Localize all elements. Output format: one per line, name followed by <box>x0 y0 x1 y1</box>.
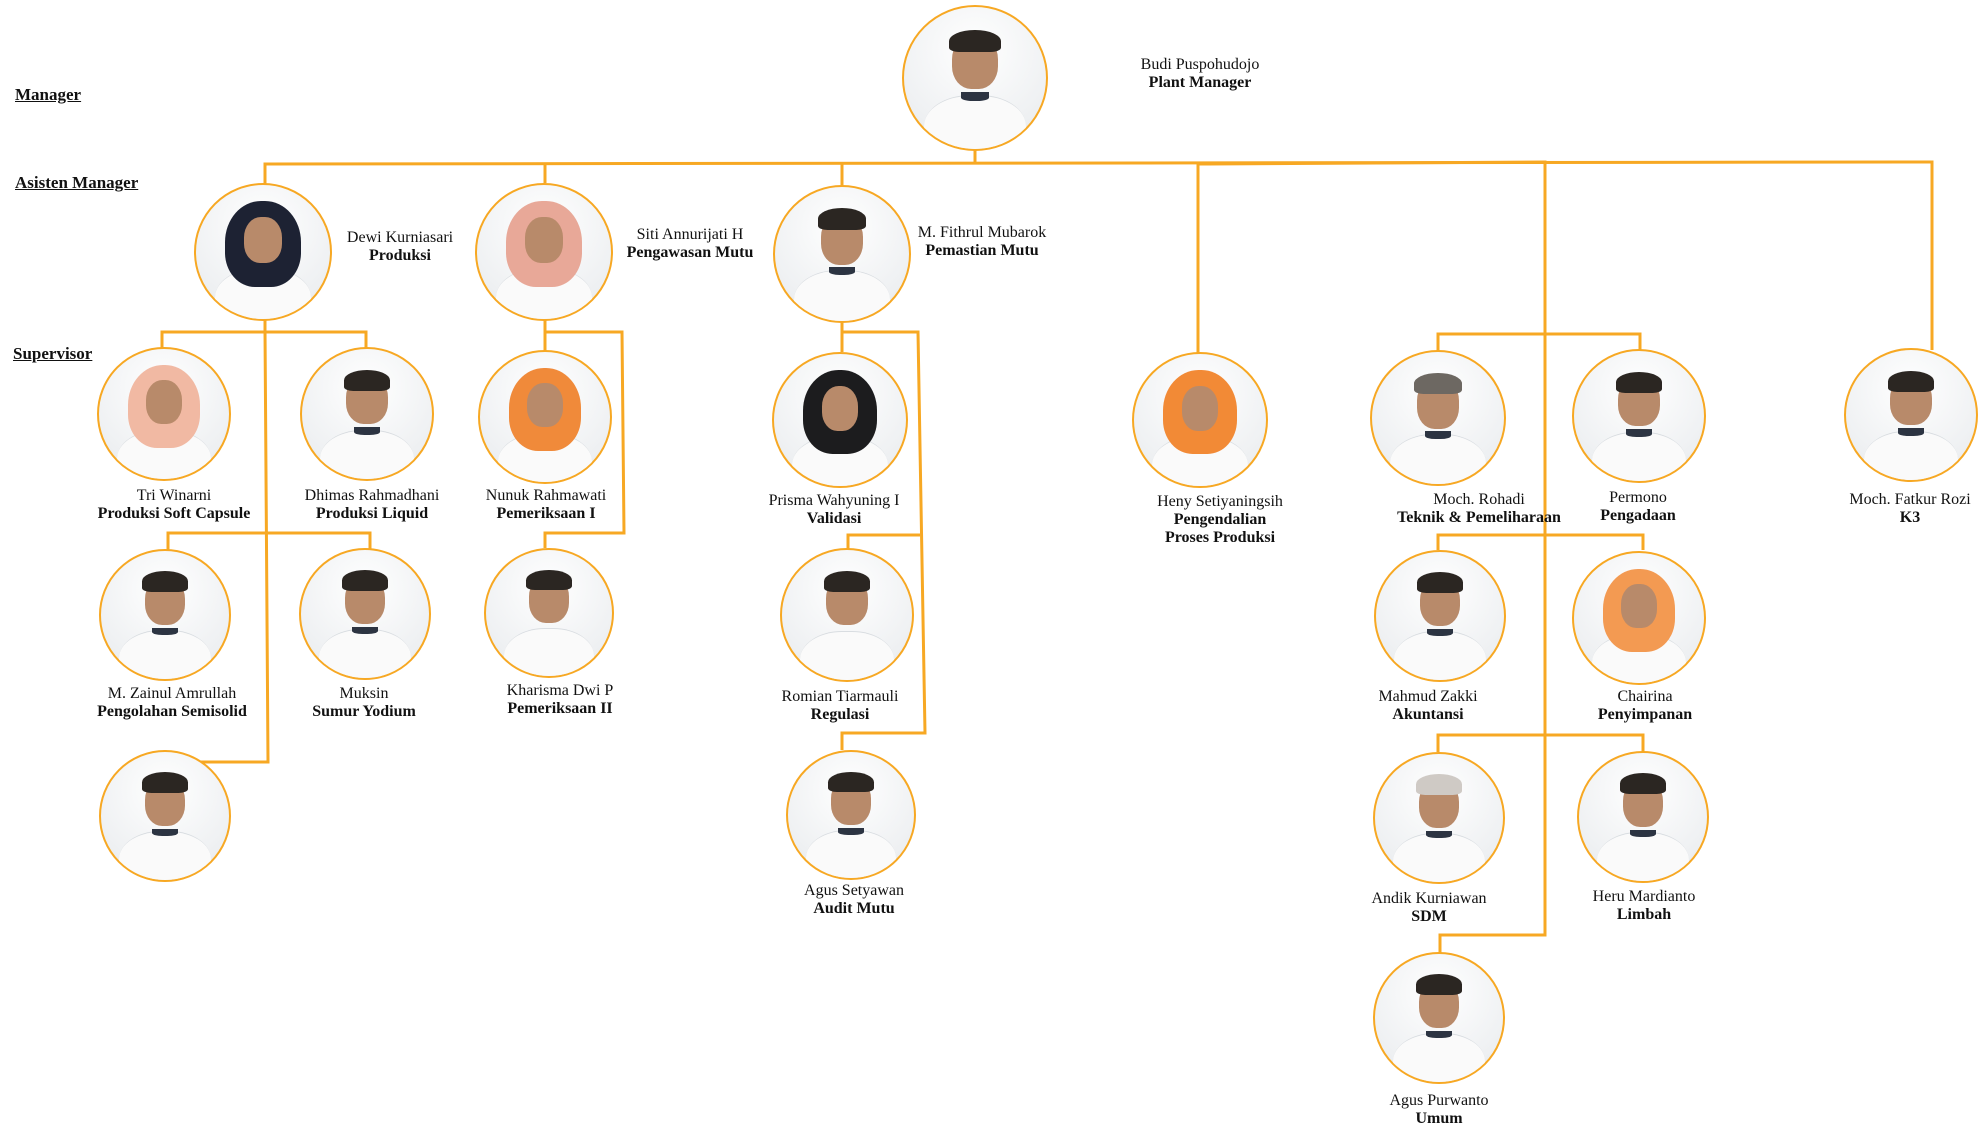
avatar-prisma <box>772 352 908 488</box>
person-label-tri: Tri Winarni Produksi Soft Capsule <box>97 487 251 522</box>
avatar-nunuk <box>478 350 612 484</box>
avatar-dewi <box>194 183 332 321</box>
avatar-dhimas <box>300 347 434 481</box>
avatar-rohadi <box>1370 350 1506 486</box>
person-label-nunuk: Nunuk Rahmawati Pemeriksaan I <box>485 487 607 522</box>
avatar-muksin <box>299 548 431 680</box>
avatar-agus-setyawan <box>786 750 916 880</box>
person-label-zakki: Mahmud Zakki Akuntansi <box>1378 688 1478 723</box>
avatar-zakki <box>1374 550 1506 682</box>
connector <box>1436 533 1645 550</box>
person-label-heru: Heru Mardianto Limbah <box>1592 888 1696 923</box>
level-label-manager: Manager <box>15 85 82 104</box>
connector <box>1436 332 1642 352</box>
person-label-prisma: Prisma Wahyuning I Validasi <box>768 492 900 527</box>
avatar-agus-purwanto <box>1373 952 1505 1084</box>
person-label-permono: Permono Pengadaan <box>1600 489 1676 524</box>
avatar-heny <box>1132 352 1268 488</box>
person-label-rohadi: Moch. Rohadi Teknik & Pemeliharaan <box>1397 491 1561 526</box>
avatar-romian <box>780 548 914 682</box>
avatar-kharisma <box>484 548 614 678</box>
person-label-andik: Andik Kurniawan SDM <box>1371 890 1487 925</box>
person-label-siti: Siti Annurijati H Pengawasan Mutu <box>626 226 754 261</box>
avatar-heru <box>1577 751 1709 883</box>
person-label-fithrul: M. Fithrul Mubarok Pemastian Mutu <box>917 224 1047 259</box>
level-label-asisten-manager: Asisten Manager <box>15 173 139 192</box>
person-label-romian: Romian Tiarmauli Regulasi <box>781 688 899 723</box>
connector <box>846 533 920 550</box>
avatar-permono <box>1572 349 1706 483</box>
person-label-dhimas: Dhimas Rahmadhani Produksi Liquid <box>304 487 440 522</box>
connector <box>263 160 1934 350</box>
level-label-supervisor: Supervisor <box>13 344 93 363</box>
person-label-chairina: Chairina Penyimpanan <box>1597 688 1693 723</box>
person-label-heny: Heny Setiyaningsih Pengendalian Proses P… <box>1157 493 1283 546</box>
person-label-agus-setyawan: Agus Setyawan Audit Mutu <box>804 882 904 917</box>
connector <box>840 318 927 750</box>
avatar-tri <box>97 347 231 481</box>
person-label-muksin: Muksin Sumur Yodium <box>312 685 416 720</box>
avatar-unlabeled-produksi <box>99 750 231 882</box>
avatar-andik <box>1373 752 1505 884</box>
connector <box>1436 733 1645 752</box>
avatar-siti <box>475 183 613 321</box>
connector <box>543 315 626 548</box>
avatar-fithrul <box>773 185 911 323</box>
person-label-kharisma: Kharisma Dwi P Pemeriksaan II <box>506 682 614 717</box>
person-label-fatkur: Moch. Fatkur Rozi K3 <box>1849 491 1971 526</box>
person-label-agus-purwanto: Agus Purwanto Umum <box>1389 1092 1489 1127</box>
person-label-budi: Budi Puspohudojo Plant Manager <box>1140 56 1260 91</box>
person-label-dewi: Dewi Kurniasari Produksi <box>346 229 454 264</box>
avatar-budi <box>902 5 1048 151</box>
avatar-chairina <box>1572 551 1706 685</box>
avatar-zainul <box>99 549 231 681</box>
connector <box>1198 160 1547 955</box>
person-label-zainul: M. Zainul Amrullah Pengolahan Semisolid <box>97 685 247 720</box>
avatar-fatkur <box>1844 348 1978 482</box>
connector <box>166 531 372 550</box>
